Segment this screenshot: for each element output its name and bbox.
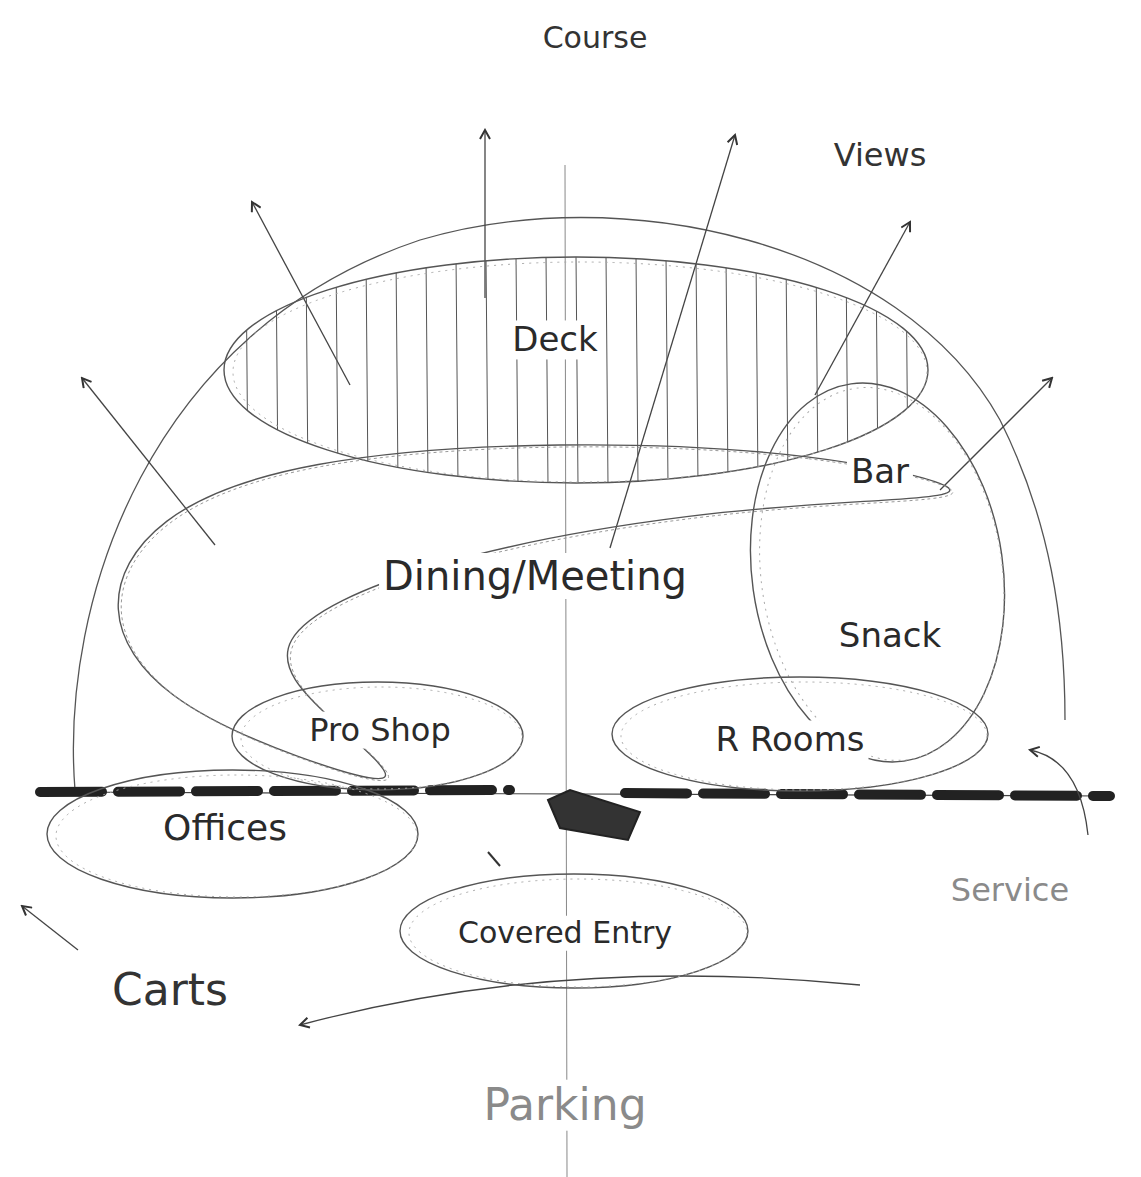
hatch-line bbox=[906, 255, 908, 485]
building-outline bbox=[73, 218, 1065, 791]
view-arrows bbox=[82, 130, 1052, 548]
hatch-line bbox=[756, 255, 758, 485]
entry-mark bbox=[548, 790, 640, 840]
hatch-line bbox=[696, 255, 698, 485]
service-arrow bbox=[1030, 750, 1088, 835]
hatch-line bbox=[726, 255, 728, 485]
site-label: Service bbox=[947, 872, 1073, 909]
bubble-line bbox=[400, 874, 748, 988]
site-label: Course bbox=[539, 21, 652, 56]
view-arrow bbox=[484, 130, 485, 298]
bubble-line bbox=[727, 366, 1029, 778]
hatch-line bbox=[276, 255, 278, 485]
site-label: Parking bbox=[479, 1080, 650, 1131]
bubble-line bbox=[224, 257, 928, 483]
site-label: Carts bbox=[108, 965, 232, 1016]
space-name: R Rooms bbox=[712, 720, 869, 759]
hatch-line bbox=[786, 255, 788, 485]
bubble-line bbox=[118, 445, 950, 779]
bubble-shade bbox=[241, 687, 522, 789]
wall-dashes bbox=[625, 793, 1110, 796]
hatch-line bbox=[666, 255, 668, 485]
bubble-shade bbox=[121, 447, 953, 781]
view-arrow bbox=[610, 135, 735, 548]
view-arrow bbox=[815, 222, 910, 395]
hatch-line bbox=[816, 255, 818, 485]
view-arrow bbox=[82, 378, 215, 545]
cart-path-arrow bbox=[300, 976, 860, 1025]
hatch-line bbox=[636, 255, 638, 485]
hatch-line bbox=[576, 255, 578, 485]
view-arrow bbox=[252, 202, 350, 385]
bubble-shade bbox=[56, 775, 417, 897]
space-name: Snack bbox=[835, 616, 945, 655]
hatch-line bbox=[846, 255, 848, 485]
hatch-line bbox=[366, 255, 368, 485]
hatch-line bbox=[606, 255, 608, 485]
bubble-shade bbox=[233, 262, 927, 482]
hatch-line bbox=[336, 255, 338, 485]
hatch-line bbox=[876, 255, 878, 485]
view-arrow bbox=[940, 378, 1052, 490]
bubble-outline bbox=[222, 255, 930, 485]
space-bubble: Offices bbox=[45, 768, 420, 900]
bubble-shade bbox=[409, 879, 747, 987]
site-label: Views bbox=[830, 137, 931, 174]
space-bubble: Covered Entry bbox=[398, 872, 750, 990]
hatch-line bbox=[306, 255, 308, 485]
hatch-line bbox=[486, 255, 488, 485]
space-name: Offices bbox=[159, 807, 291, 848]
bubble-shade bbox=[621, 682, 987, 790]
bubble-line bbox=[47, 770, 418, 898]
axis-line bbox=[565, 165, 567, 1177]
space-name: Covered Entry bbox=[454, 916, 676, 951]
hatch-line bbox=[246, 255, 248, 485]
space-name: Deck bbox=[508, 320, 601, 359]
space-bubble: R Rooms bbox=[610, 675, 990, 793]
hatch-line bbox=[516, 255, 518, 485]
hatch-line bbox=[546, 255, 548, 485]
space-bubble: Deck bbox=[222, 255, 930, 485]
bubble-line bbox=[232, 682, 523, 790]
space-name: Pro Shop bbox=[305, 712, 454, 749]
cart-arrow bbox=[22, 906, 78, 950]
bubble-line bbox=[612, 677, 988, 791]
space-name: Bar bbox=[847, 452, 913, 491]
space-bubble: Pro Shop bbox=[230, 680, 525, 792]
hatch-line bbox=[396, 255, 398, 485]
bubble-shade bbox=[736, 371, 1027, 776]
space-name: Dining/Meeting bbox=[379, 553, 691, 599]
wall-dashes bbox=[40, 790, 510, 792]
entry-tick bbox=[488, 852, 500, 866]
